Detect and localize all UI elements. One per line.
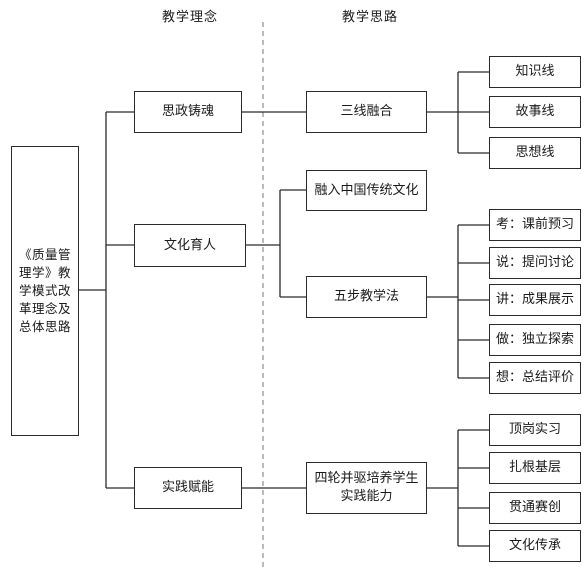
leaf-internship: 顶岗实习 (489, 414, 581, 446)
four-wheels-line-2: 实践能力 (340, 489, 393, 504)
leaf-knowledge-line: 知识线 (489, 56, 581, 88)
node-practice-empowerment: 实践赋能 (134, 467, 242, 509)
node-three-lines: 三线融合 (306, 91, 427, 133)
leaf-grassroots: 扎根基层 (489, 452, 581, 484)
leaf-cultural-heritage: 文化传承 (489, 530, 581, 562)
root-line-2: 理学》教 (18, 264, 71, 280)
leaf-step-reflect: 想：总结评价 (489, 362, 581, 394)
leaf-thought-line: 思想线 (489, 137, 581, 169)
root-node: 《质量管 理学》教 学模式改 革理念及 总体思路 (11, 146, 79, 436)
node-four-wheels: 四轮并驱培养学生 实践能力 (306, 462, 427, 514)
four-wheels-line-1: 四轮并驱培养学生 (314, 471, 419, 487)
header-philosophy: 教学理念 (161, 10, 218, 25)
node-ideological: 思政铸魂 (134, 91, 242, 133)
root-line-4: 革理念及 (18, 301, 71, 317)
leaf-competition: 贯通赛创 (489, 492, 581, 524)
leaf-step-preview: 考：课前预习 (489, 209, 581, 241)
leaf-step-explore: 做：独立探索 (489, 324, 581, 356)
node-traditional-culture: 融入中国传统文化 (306, 170, 427, 211)
leaf-step-discuss: 说：提问讨论 (489, 247, 581, 279)
header-approach: 教学思路 (341, 10, 398, 25)
node-culture-education: 文化育人 (134, 224, 246, 267)
leaf-step-present: 讲：成果展示 (489, 284, 581, 316)
root-line-1: 《质量管 (18, 246, 71, 262)
root-line-5: 总体思路 (18, 319, 71, 335)
node-five-step-method: 五步教学法 (306, 276, 427, 318)
root-line-3: 学模式改 (18, 282, 71, 298)
leaf-story-line: 故事线 (489, 96, 581, 128)
